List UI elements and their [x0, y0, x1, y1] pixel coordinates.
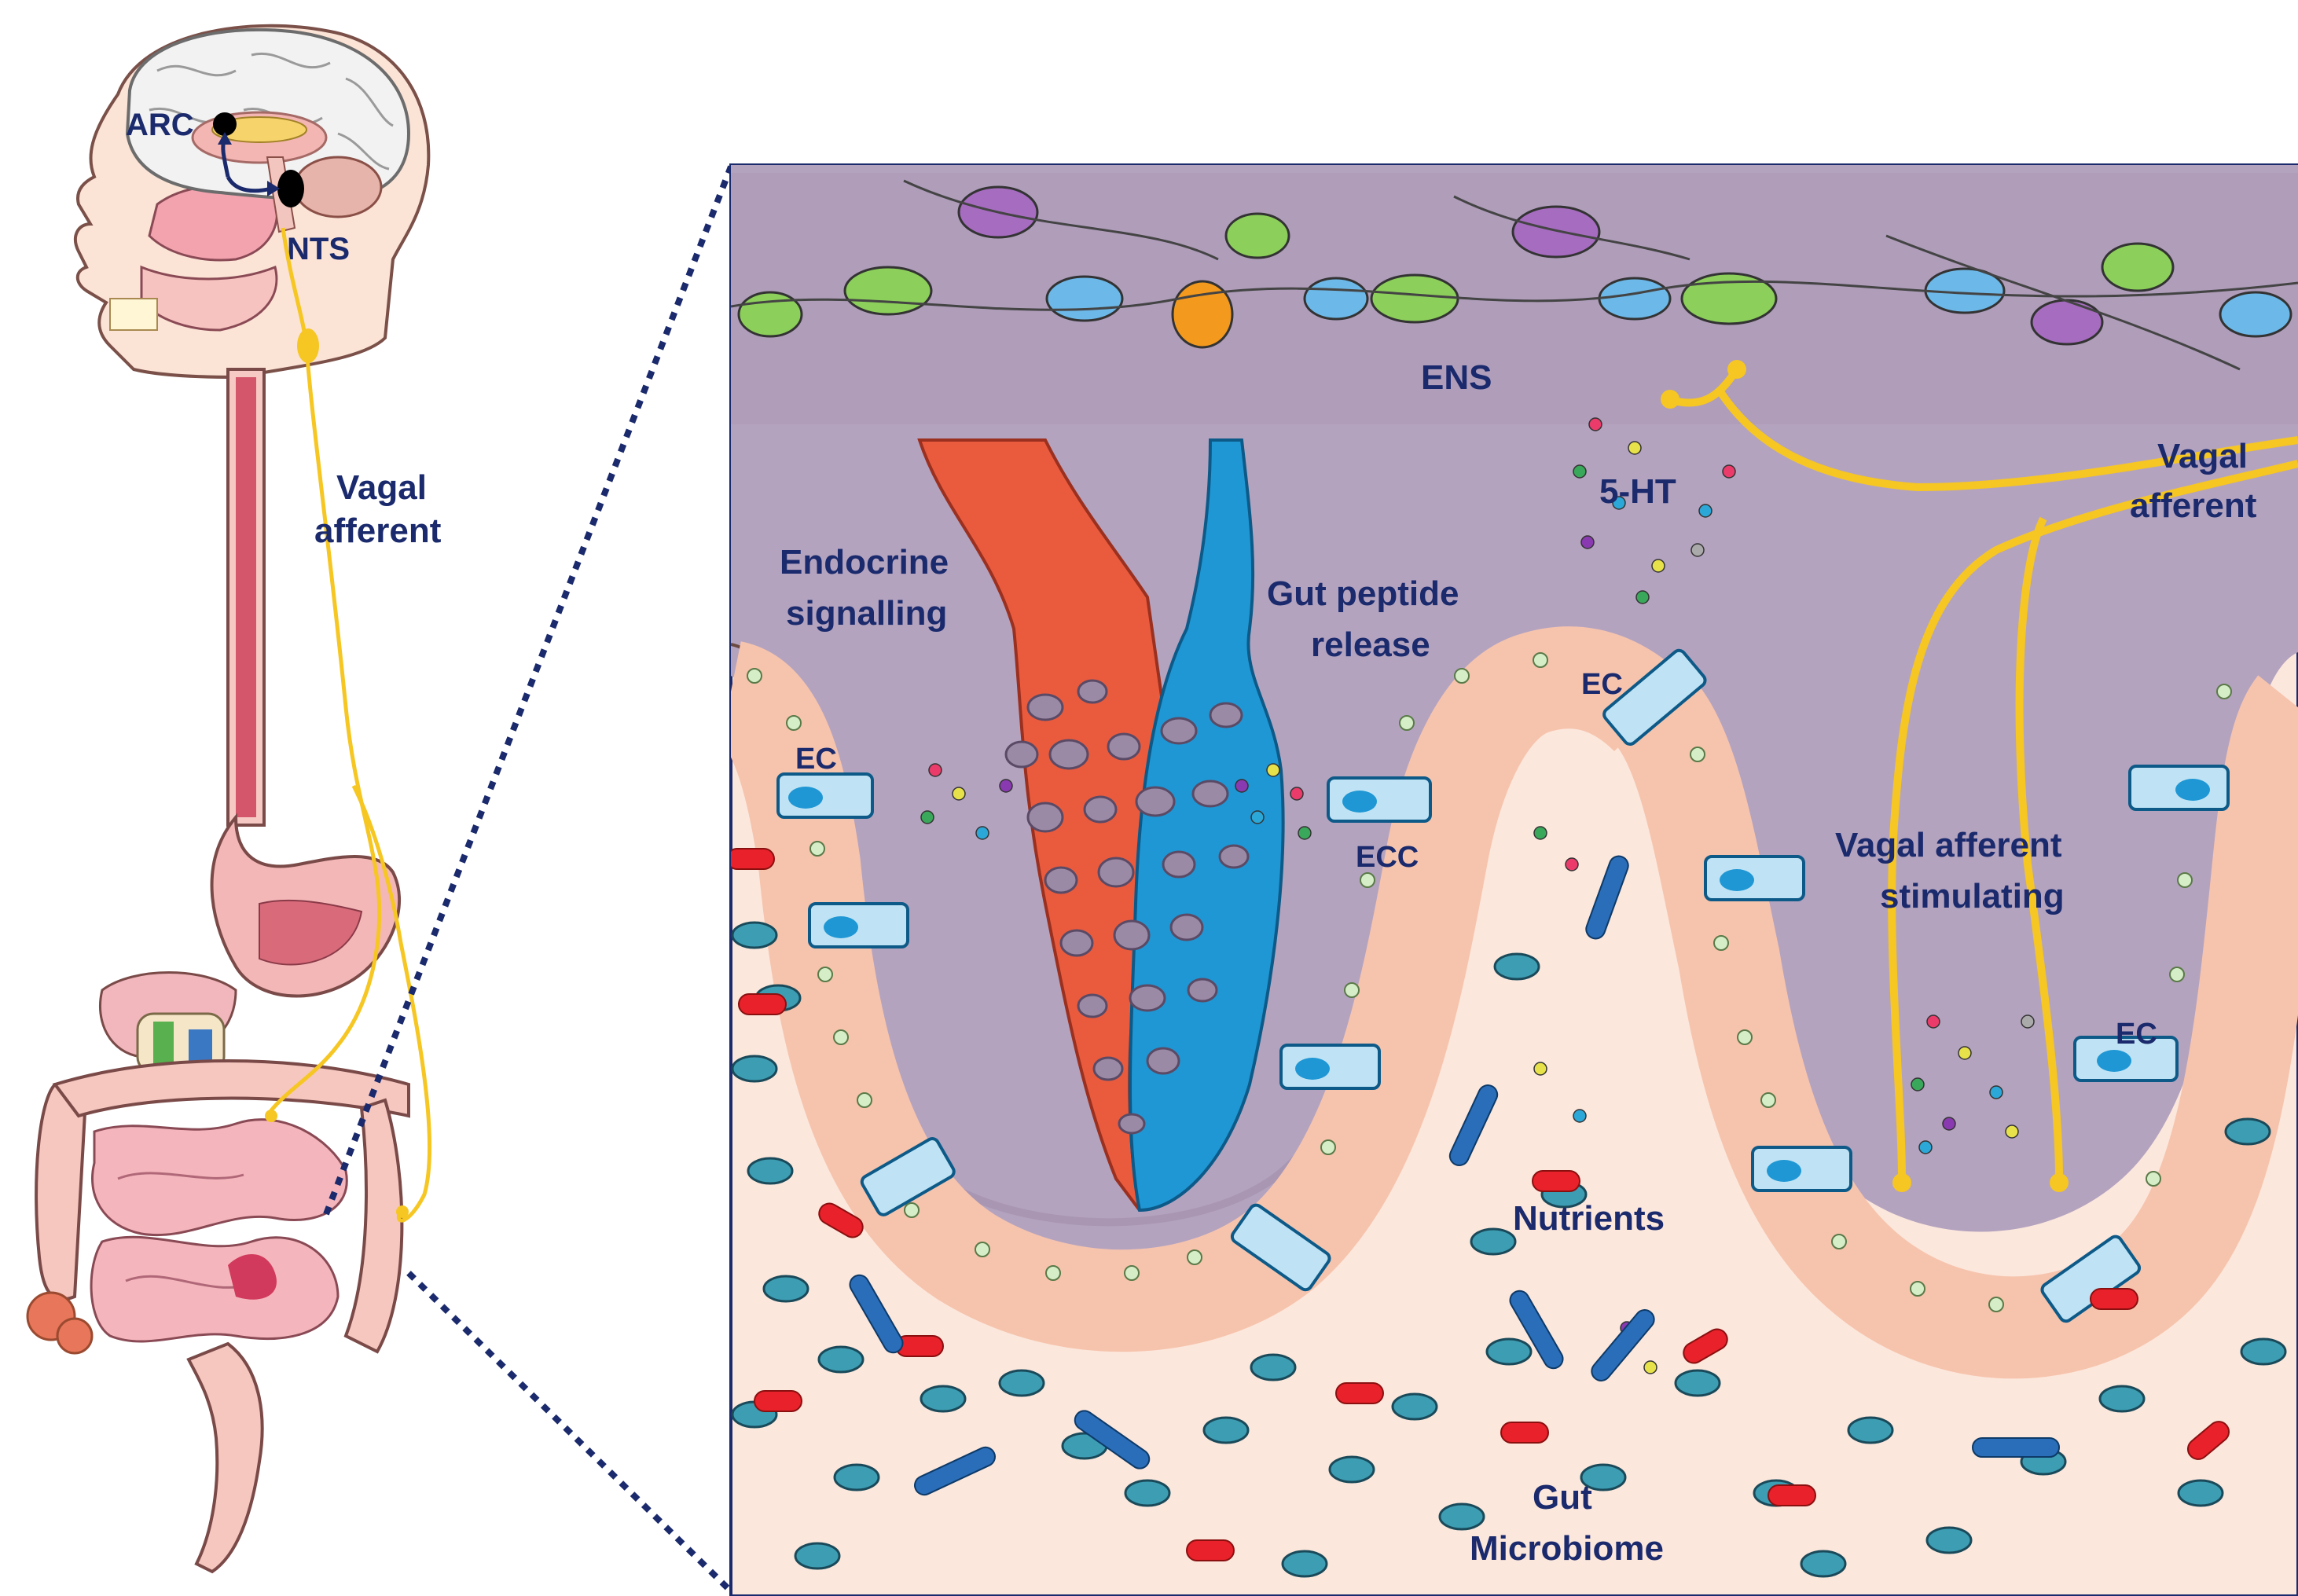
gut-microbiome-label-line2: Microbiome: [1470, 1529, 1664, 1568]
digestive-tract-icon: [26, 368, 410, 1574]
gut-peptide-release-label-line2: release: [1311, 626, 1430, 664]
bacteria-icon: [731, 848, 2287, 1578]
ecc-label: ECC: [1356, 841, 1419, 874]
endocrine-signalling-label-line1: Endocrine: [780, 543, 949, 582]
vagal-afferent-label-right-line1: Vagal: [2157, 437, 2248, 475]
blood-vessel-icon: [917, 438, 1285, 1213]
vagal-afferent-label-left-line2: afferent: [314, 512, 442, 550]
vagal-afferent-label-right-line2: afferent: [2130, 486, 2257, 525]
hormone-particles: [920, 417, 2035, 1374]
vagal-afferent-stimulating-label-line1: Vagal afferent: [1835, 826, 2062, 864]
5ht-label: 5-HT: [1599, 472, 1676, 511]
arc-label: ARC: [126, 108, 194, 142]
ec-label-left: EC: [795, 743, 837, 776]
gut-peptide-release-label-line1: Gut peptide: [1267, 574, 1459, 613]
gut-microbiome-label-line1: Gut: [1533, 1478, 1592, 1517]
vagal-afferent-nerve-left: [265, 227, 432, 1223]
nts-label: NTS: [287, 232, 350, 266]
vagal-afferent-label-left-line1: Vagal: [336, 468, 427, 507]
ec-label-right: EC: [2116, 1018, 2157, 1051]
vagal-afferent-stimulating-label-line2: stimulating: [1880, 877, 2065, 915]
ens-label: ENS: [1421, 358, 1492, 397]
intestinal-wall-panel: [729, 163, 2298, 1596]
brain-icon: [125, 28, 411, 233]
neuron-icon: [731, 179, 2298, 371]
ec-label-top: EC: [1581, 668, 1623, 701]
endocrine-signalling-label-line2: signalling: [786, 594, 947, 633]
zoom-indicator-lines: [323, 165, 734, 1594]
nutrients-label: Nutrients: [1513, 1199, 1665, 1238]
vagal-afferent-nerve-right: [1672, 367, 2298, 1180]
